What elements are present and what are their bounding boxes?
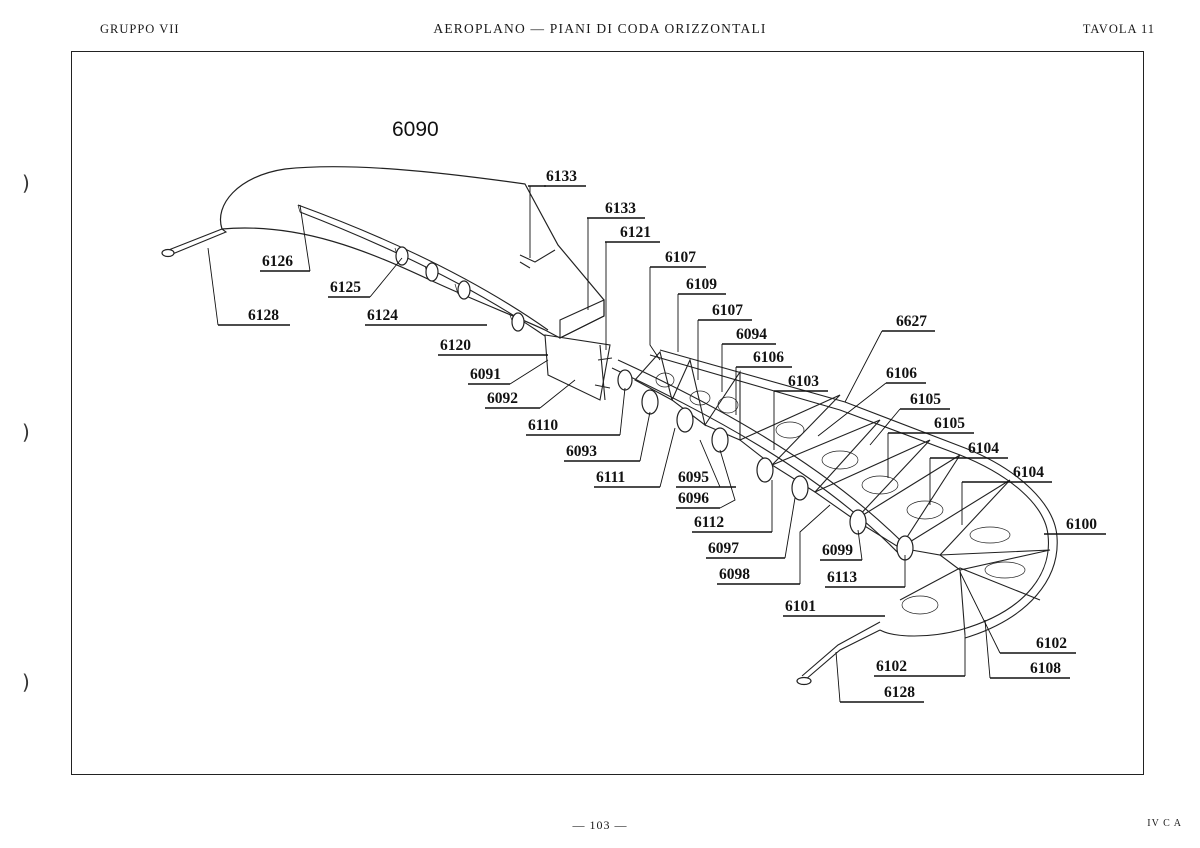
page-number: — 103 — — [572, 818, 628, 832]
part-label-6109: 6109 — [686, 276, 717, 293]
part-label-6112: 6112 — [694, 514, 724, 531]
part-label-6627: 6627 — [896, 313, 927, 330]
drawing-frame — [71, 51, 1144, 775]
header-group: GRUPPO VII — [100, 22, 180, 36]
part-label-6107: 6107 — [712, 302, 743, 319]
part-label-6099: 6099 — [822, 542, 853, 559]
part-label-6105: 6105 — [910, 391, 941, 408]
assembly-number: 6090 — [392, 118, 439, 141]
part-label-6128: 6128 — [884, 684, 915, 701]
part-label-6098: 6098 — [719, 566, 750, 583]
part-label-6104: 6104 — [1013, 464, 1044, 481]
part-label-6094: 6094 — [736, 326, 767, 343]
part-label-6103: 6103 — [788, 373, 819, 390]
part-label-6093: 6093 — [566, 443, 597, 460]
covered-stabilizer-half — [161, 166, 613, 401]
part-label-6126: 6126 — [262, 253, 293, 270]
part-label-6106: 6106 — [886, 365, 917, 382]
part-label-6096: 6096 — [678, 490, 709, 507]
header-title: AEROPLANO — PIANI DI CODA ORIZZONTALI — [433, 21, 767, 36]
part-label-6102: 6102 — [876, 658, 907, 675]
binding-hole-mark: ) — [22, 171, 30, 195]
part-label-6125: 6125 — [330, 279, 361, 296]
part-label-6133: 6133 — [605, 200, 636, 217]
part-label-6092: 6092 — [487, 390, 518, 407]
part-label-6101: 6101 — [785, 598, 816, 615]
part-label-6133: 6133 — [546, 168, 577, 185]
part-label-6121: 6121 — [620, 224, 651, 241]
binding-hole-mark: ) — [22, 420, 30, 444]
part-label-6100: 6100 — [1066, 516, 1097, 533]
callout-labels: 6133 6133 6121 6107 6109 6107 6094 6106 … — [207, 168, 1106, 703]
part-label-6110: 6110 — [528, 417, 558, 434]
part-label-6104: 6104 — [968, 440, 999, 457]
part-label-6108: 6108 — [1030, 660, 1061, 677]
part-label-6120: 6120 — [440, 337, 471, 354]
part-label-6105: 6105 — [934, 415, 965, 432]
header-plate: TAVOLA 11 — [1082, 22, 1155, 36]
part-label-6111: 6111 — [596, 469, 625, 486]
footer-code: IV C A — [1147, 818, 1182, 829]
binding-hole-mark: ) — [22, 670, 30, 694]
part-label-6091: 6091 — [470, 366, 501, 383]
part-label-6107: 6107 — [665, 249, 696, 266]
part-label-6128: 6128 — [248, 307, 279, 324]
part-label-6095: 6095 — [678, 469, 709, 486]
part-label-6124: 6124 — [367, 307, 398, 324]
part-label-6102: 6102 — [1036, 635, 1067, 652]
part-label-6097: 6097 — [708, 540, 739, 557]
part-label-6113: 6113 — [827, 569, 857, 586]
part-label-6106: 6106 — [753, 349, 784, 366]
